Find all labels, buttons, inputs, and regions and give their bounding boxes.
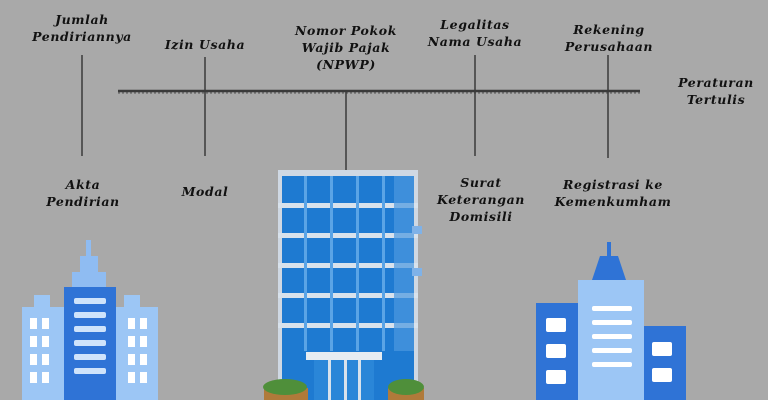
building-right-illustration xyxy=(536,242,686,400)
top-label-izin-usaha: Izin Usaha xyxy=(164,37,246,52)
top-label-legalitas-nama-usaha: Legalitas Nama Usaha xyxy=(427,17,523,49)
bush-right xyxy=(388,379,424,400)
building-center-illustration xyxy=(263,170,424,400)
bush-left xyxy=(263,379,308,400)
building-left-illustration xyxy=(22,240,158,400)
spine xyxy=(118,89,640,94)
bottom-label-registrasi-kemenkumham: Registrasi ke Kemenkumham xyxy=(554,177,672,209)
bottom-label-akta-pendirian: Akta Pendirian xyxy=(46,177,120,209)
top-label-npwp: Nomor Pokok Wajib Pajak (NPWP) xyxy=(295,23,397,72)
bottom-label-modal: Modal xyxy=(181,184,229,199)
top-label-jumlah-pendiriannya: Jumlah Pendiriannya xyxy=(32,12,132,44)
main-label: Peraturan Tertulis xyxy=(678,75,754,107)
bottom-label-surat-keterangan-domisili: Surat Keterangan Domisili xyxy=(437,175,525,224)
top-label-rekening-perusahaan: Rekening Perusahaan xyxy=(564,22,654,54)
